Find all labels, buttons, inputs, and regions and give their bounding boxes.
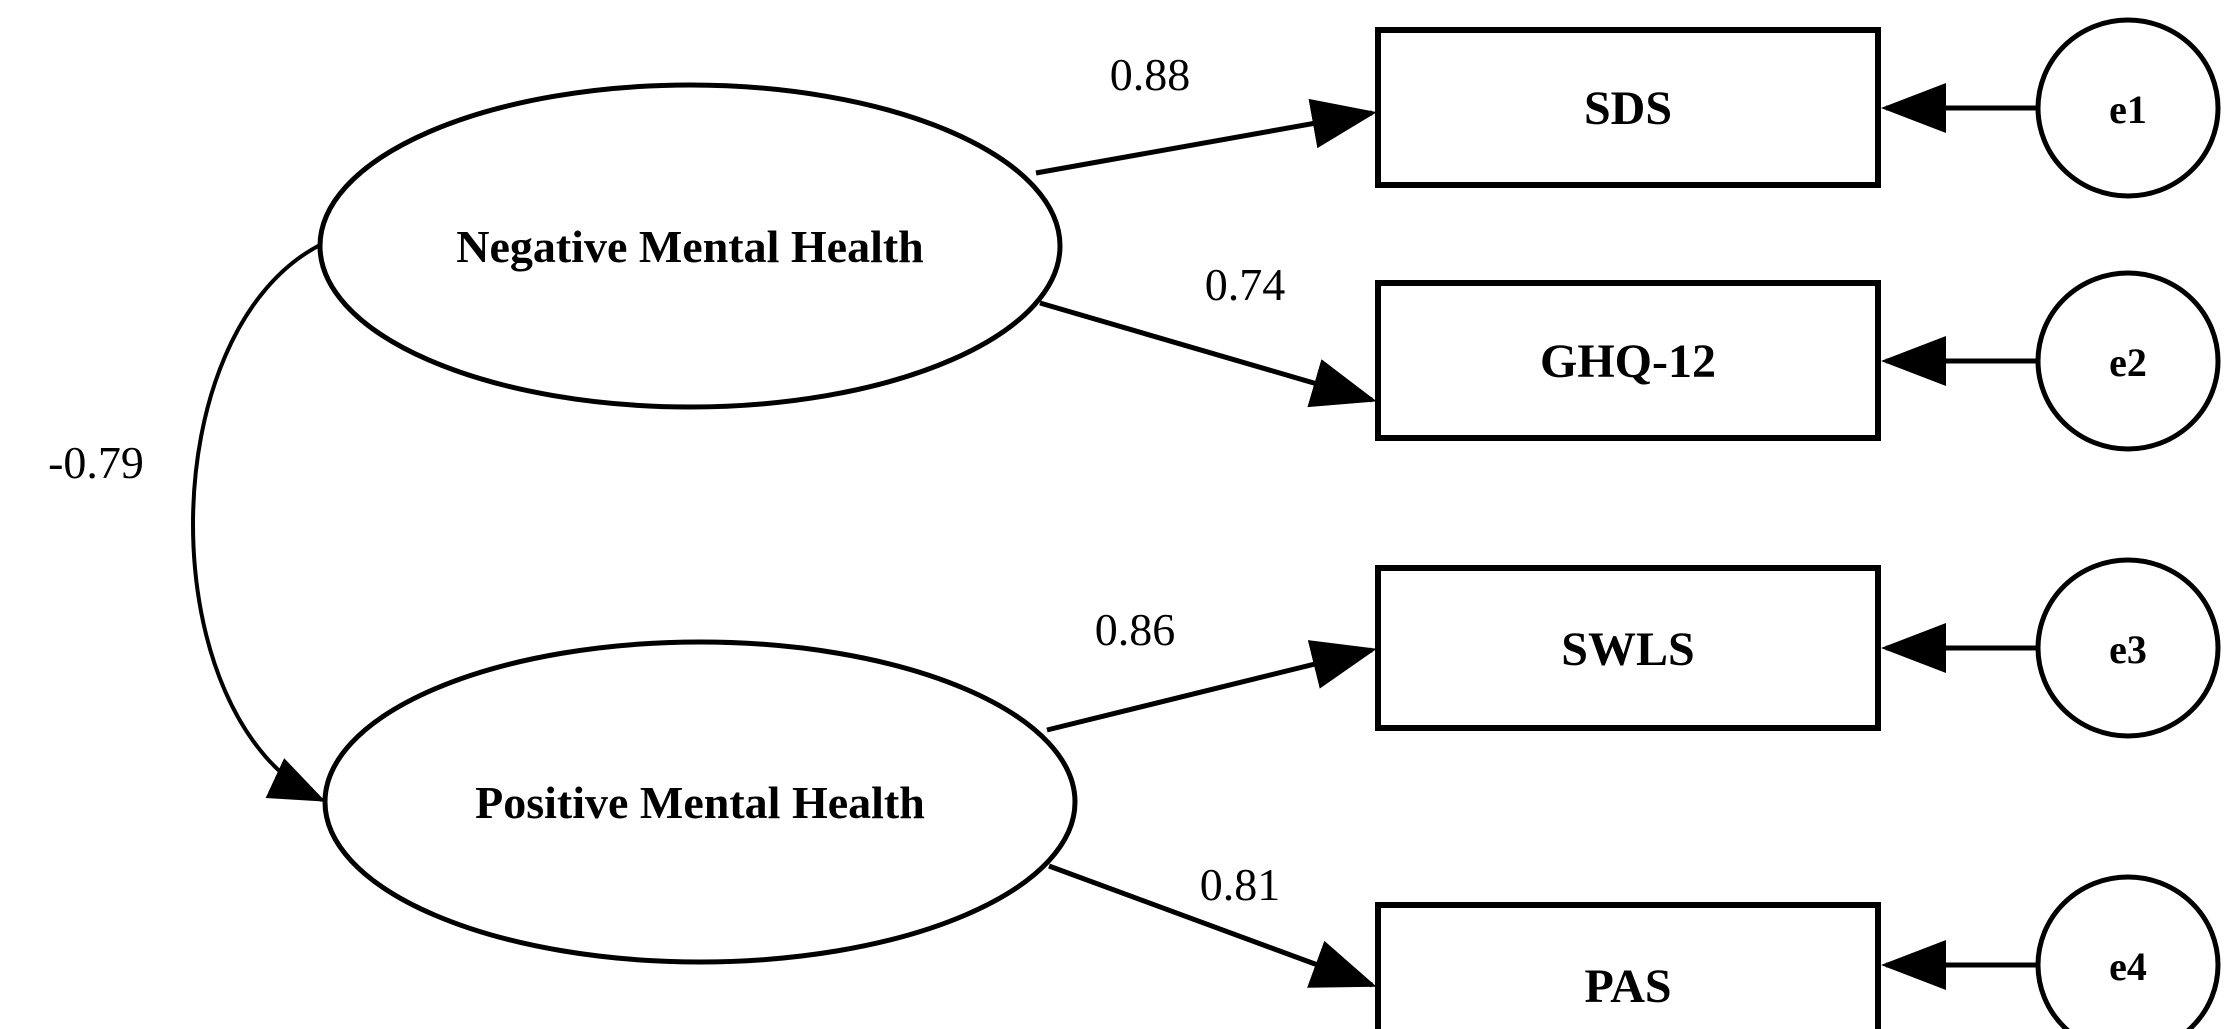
error-circle-e2[interactable]	[2035, 270, 2221, 452]
indicator-label-pas: PAS	[1584, 960, 1671, 1013]
indicator-pas[interactable]: PAS	[1375, 902, 1881, 1029]
error-circle-e4[interactable]	[2035, 874, 2221, 1029]
error-circle-e3[interactable]	[2035, 557, 2221, 739]
latent-negative-mental-health[interactable]: Negative Mental Health	[317, 82, 1063, 410]
loading-value-pmh-swls: 0.86	[1095, 604, 1176, 655]
loading-nmh-ghq12: 0.74	[1039, 259, 1377, 408]
loading-line-pmh-pas	[1048, 863, 1377, 988]
covariance-nmh-pmh: -0.79	[48, 201, 379, 802]
error-label-e3: e3	[2109, 627, 2147, 672]
indicator-box-pas[interactable]	[1375, 902, 1881, 1029]
loading-pmh-swls: 0.86	[1046, 604, 1377, 733]
error-label-e2: e2	[2109, 340, 2147, 385]
latent-ellipse-positive[interactable]	[322, 639, 1078, 965]
error-label-e4: e4	[2109, 944, 2147, 989]
error-label-e1: e1	[2109, 87, 2147, 132]
covariance-value: -0.79	[48, 437, 144, 488]
loading-value-pmh-pas: 0.81	[1200, 859, 1281, 910]
error-term-e4[interactable]: e4	[2035, 874, 2221, 1029]
loading-line-nmh-ghq12	[1039, 300, 1377, 408]
loading-line-nmh-sds	[1035, 98, 1377, 176]
covariance-curve	[191, 201, 379, 802]
loading-pmh-pas: 0.81	[1048, 859, 1377, 988]
indicator-box-swls[interactable]	[1375, 565, 1881, 731]
error-circle-e1[interactable]	[2035, 17, 2221, 199]
error-term-e2[interactable]: e2	[2035, 270, 2221, 452]
indicator-ghq12[interactable]: GHQ-12	[1375, 280, 1881, 441]
loading-value-nmh-sds: 0.88	[1110, 49, 1191, 100]
indicator-box-ghq12[interactable]	[1375, 280, 1881, 441]
loading-line-pmh-swls	[1046, 640, 1377, 733]
loading-value-nmh-ghq12: 0.74	[1205, 259, 1286, 310]
error-term-e3[interactable]: e3	[2035, 557, 2221, 739]
indicator-label-sds: SDS	[1584, 82, 1672, 135]
error-term-e1[interactable]: e1	[2035, 17, 2221, 199]
loading-nmh-sds: 0.88	[1035, 49, 1377, 176]
indicator-box-sds[interactable]	[1375, 27, 1881, 188]
indicator-swls[interactable]: SWLS	[1375, 565, 1881, 731]
latent-label-positive: Positive Mental Health	[475, 777, 925, 828]
latent-ellipse-negative[interactable]	[317, 82, 1063, 410]
latent-label-negative: Negative Mental Health	[456, 221, 924, 272]
latent-positive-mental-health[interactable]: Positive Mental Health	[322, 639, 1078, 965]
indicator-sds[interactable]: SDS	[1375, 27, 1881, 188]
indicator-label-ghq12: GHQ-12	[1540, 335, 1716, 388]
indicator-label-swls: SWLS	[1561, 623, 1694, 676]
